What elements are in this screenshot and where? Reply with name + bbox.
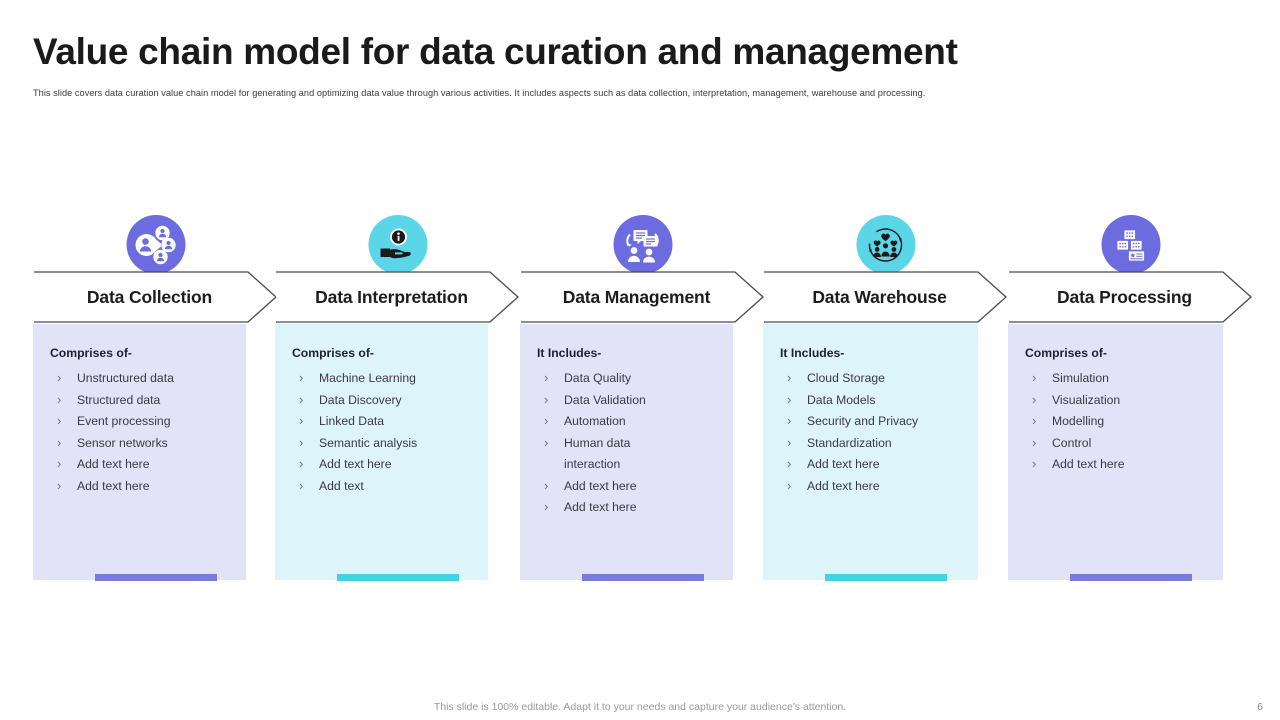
list-item: Data Validation: [537, 389, 723, 412]
stage-arrow-shape: [520, 271, 765, 323]
list-item: Cloud Storage: [780, 367, 968, 390]
panel-item-list: Simulation Visualization Modelling Contr…: [1025, 367, 1213, 476]
list-item: Add text here: [50, 453, 236, 476]
server-stack-card-icon: [1101, 215, 1160, 274]
stage-content-panel: Comprises of- Unstructured data Structur…: [33, 324, 246, 580]
list-item: Control: [1025, 432, 1213, 455]
stage-data-processing[interactable]: Data Processing Comprises of- Simulation…: [1008, 0, 1253, 720]
stage-data-interpretation[interactable]: Data Interpretation Comprises of- Machin…: [275, 0, 520, 720]
list-item: Machine Learning: [292, 367, 478, 390]
people-network-icon: [126, 215, 185, 274]
list-item: Add text here: [292, 453, 478, 476]
list-item: Simulation: [1025, 367, 1213, 390]
stage-content-panel: Comprises of- Machine Learning Data Disc…: [275, 324, 488, 580]
list-item: Add text here: [780, 453, 968, 476]
list-item: Data Discovery: [292, 389, 478, 412]
panel-accent-bar: [336, 574, 459, 581]
stage-label: Data Interpretation: [315, 286, 468, 307]
list-item: Unstructured data: [50, 367, 236, 390]
stage-label: Data Warehouse: [812, 286, 947, 307]
list-item: Add text here: [537, 496, 723, 519]
stage-label: Data Processing: [1057, 286, 1192, 307]
stage-label: Data Management: [562, 286, 711, 307]
stage-content-panel: Comprises of- Simulation Visualization M…: [1008, 324, 1223, 580]
hand-info-icon: [368, 215, 427, 274]
panel-accent-bar: [824, 574, 947, 581]
stage-data-collection[interactable]: Data Collection Comprises of- Unstructur…: [33, 0, 278, 720]
stage-data-management[interactable]: Data Management It Includes- Data Qualit…: [520, 0, 765, 720]
panel-heading: Comprises of-: [1025, 346, 1107, 360]
stage-label: Data Collection: [86, 286, 213, 307]
list-item: Add text: [292, 475, 478, 498]
list-item: Add text here: [537, 475, 723, 498]
list-item: Modelling: [1025, 410, 1213, 433]
page-subtitle: This slide covers data curation value ch…: [33, 88, 926, 98]
list-item: Automation: [537, 410, 723, 433]
panel-item-list: Machine Learning Data Discovery Linked D…: [292, 367, 478, 498]
stage-content-panel: It Includes- Cloud Storage Data Models S…: [763, 324, 978, 580]
page-number: 6: [1257, 701, 1263, 713]
people-hearts-cycle-icon: [856, 215, 915, 274]
panel-heading: It Includes-: [780, 346, 845, 360]
page-title: Value chain model for data curation and …: [33, 31, 958, 72]
stage-content-panel: It Includes- Data Quality Data Validatio…: [520, 324, 733, 580]
list-item: Event processing: [50, 410, 236, 433]
list-item: Visualization: [1025, 389, 1213, 412]
footer-note: This slide is 100% editable. Adapt it to…: [433, 701, 847, 713]
list-item: Add text here: [50, 475, 236, 498]
list-item: Security and Privacy: [780, 410, 968, 433]
list-item: Add text here: [780, 475, 968, 498]
stage-arrow-shape: [1008, 271, 1253, 323]
list-item: Add text here: [1025, 453, 1213, 476]
stage-arrow-shape: [275, 271, 520, 323]
list-item: Semantic analysis: [292, 432, 478, 455]
panel-item-list: Data Quality Data Validation Automation …: [537, 367, 723, 519]
list-item: Data Quality: [537, 367, 723, 390]
panel-heading: Comprises of-: [50, 346, 132, 360]
list-item: Standardization: [780, 432, 968, 455]
stage-arrow-shape: [763, 271, 1008, 323]
people-documents-icon: [613, 215, 672, 274]
list-item: Sensor networks: [50, 432, 236, 455]
panel-heading: Comprises of-: [292, 346, 374, 360]
stage-data-warehouse[interactable]: Data Warehouse It Includes- Cloud Storag…: [763, 0, 1008, 720]
list-item: Structured data: [50, 389, 236, 412]
panel-accent-bar: [94, 574, 217, 581]
panel-accent-bar: [581, 574, 704, 581]
panel-accent-bar: [1069, 574, 1192, 581]
panel-heading: It Includes-: [537, 346, 602, 360]
panel-item-list: Unstructured data Structured data Event …: [50, 367, 236, 498]
list-item: Data Models: [780, 389, 968, 412]
list-item: Linked Data: [292, 410, 478, 433]
list-item: Human data interaction: [537, 432, 657, 476]
panel-item-list: Cloud Storage Data Models Security and P…: [780, 367, 968, 498]
